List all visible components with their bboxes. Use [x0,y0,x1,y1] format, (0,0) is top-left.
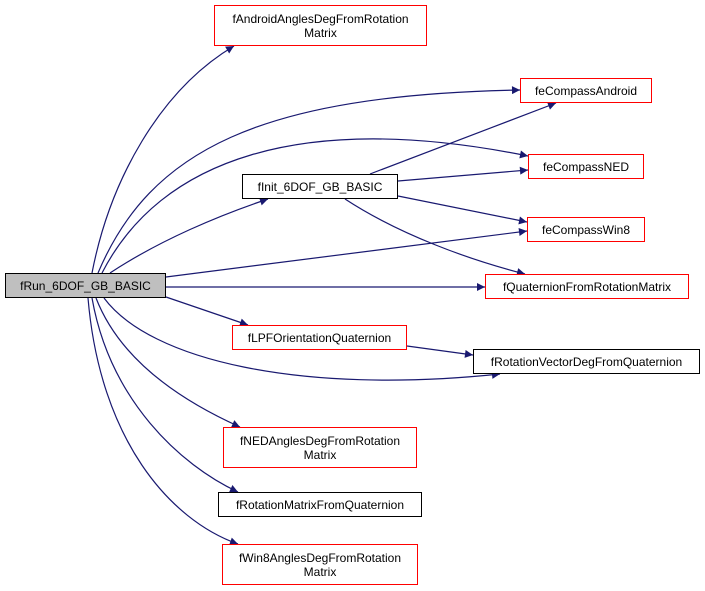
edge-fRun-to-fInit [109,197,269,274]
node-fQuaternionFromRotationMatrix[interactable]: fQuaternionFromRotationMatrix [485,274,689,299]
edge-fInit-to-feCompassNED [397,166,529,182]
node-label: fLPFOrientationQuaternion [247,330,392,345]
node-fRotationVectorDegFromQuaternion[interactable]: fRotationVectorDegFromQuaternion [473,349,700,374]
edge-fRun-to-fRotVec [103,297,501,381]
node-label: feCompassWin8 [541,222,631,237]
node-label: fRotationVectorDegFromQuaternion [490,354,683,369]
edge-fLPF-to-fRotVec [406,345,474,358]
node-label: fRotationMatrixFromQuaternion [235,497,405,512]
node-fWin8AnglesDegFromRotationMatrix[interactable]: fWin8AnglesDegFromRotation Matrix [222,544,418,585]
node-fInit-6DOF-GB-BASIC[interactable]: fInit_6DOF_GB_BASIC [242,174,398,199]
node-fRun-6DOF-GB-BASIC: fRun_6DOF_GB_BASIC [5,273,166,298]
node-label: feCompassAndroid [534,83,638,98]
edge-fRun-to-fRotMat [91,297,239,493]
edge-fRun-to-fWin8 [87,297,239,546]
node-feCompassNED[interactable]: feCompassNED [528,154,644,179]
edge-fRun-to-fNED [95,297,241,428]
node-feCompassAndroid[interactable]: feCompassAndroid [520,78,652,103]
node-label: feCompassNED [542,159,630,174]
edge-fInit-to-feCompassWin8 [397,195,528,225]
edge-fInit-to-feCompassAndroid [369,102,557,175]
edge-fInit-to-fQuat [344,198,526,276]
node-fRotationMatrixFromQuaternion[interactable]: fRotationMatrixFromQuaternion [218,492,422,517]
node-fLPFOrientationQuaternion[interactable]: fLPFOrientationQuaternion [232,325,407,350]
edge-fRun-to-fLPF [165,296,249,327]
node-label: fInit_6DOF_GB_BASIC [257,179,383,194]
node-label: fQuaternionFromRotationMatrix [502,279,672,294]
edge-fRun-to-fAndroid [91,45,235,274]
node-fNEDAnglesDegFromRotationMatrix[interactable]: fNEDAnglesDegFromRotation Matrix [223,427,417,468]
edge-fRun-to-feCompassAndroid [97,86,521,274]
node-label: fNEDAnglesDegFromRotation Matrix [239,433,401,462]
edge-fRun-to-feCompassWin8 [165,228,528,278]
node-label: fRun_6DOF_GB_BASIC [20,278,151,293]
edge-fRun-to-feCompassNED [101,138,529,274]
node-label: fWin8AnglesDegFromRotation Matrix [238,550,402,579]
node-fAndroidAnglesDegFromRotationMatrix[interactable]: fAndroidAnglesDegFromRotation Matrix [214,5,427,46]
node-feCompassWin8[interactable]: feCompassWin8 [527,217,645,242]
node-label: fAndroidAnglesDegFromRotation Matrix [232,11,409,40]
